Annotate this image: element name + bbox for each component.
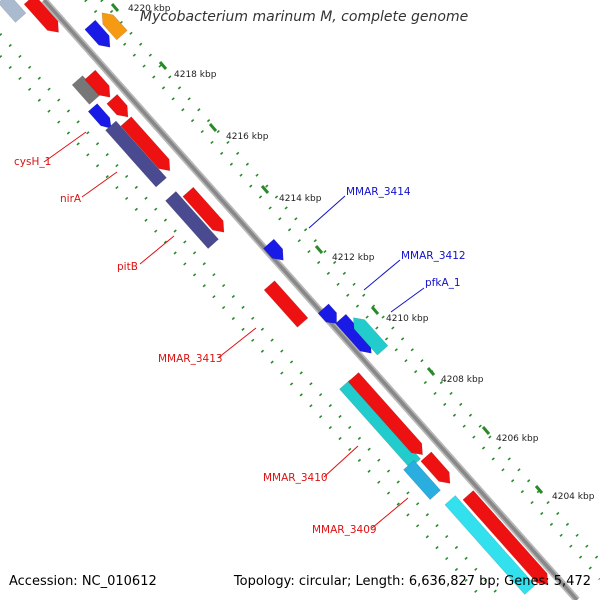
kbp-tick-4 xyxy=(314,245,324,254)
gene-arrow-5 xyxy=(87,103,112,129)
gene-arrow-9 xyxy=(120,116,171,172)
gene-arrow-13 xyxy=(263,280,309,328)
gene-arrow-16 xyxy=(353,317,389,356)
gene-label-mmar-3409: MMAR_3409 xyxy=(312,524,377,536)
kbp-tick-1 xyxy=(158,61,168,70)
kbp-label-6: 4208 kbp xyxy=(441,375,484,385)
gene-arrow-19 xyxy=(403,459,441,501)
kbp-tick-8 xyxy=(534,485,544,494)
kbp-label-8: 4204 kbp xyxy=(552,492,595,502)
gene-arrow-1 xyxy=(23,0,59,33)
leader-line-1 xyxy=(81,171,118,198)
track-dots-0 xyxy=(100,0,600,562)
gene-label-mmar-3412: MMAR_3412 xyxy=(401,250,466,262)
leader-line-7 xyxy=(363,259,401,291)
leader-line-4 xyxy=(323,445,359,478)
gene-arrow-18 xyxy=(347,372,423,456)
gene-arrow-14 xyxy=(317,303,337,324)
gene-label-pitb: pitB xyxy=(117,261,138,273)
kbp-tick-2 xyxy=(208,123,218,132)
gene-arrow-12 xyxy=(263,238,284,261)
gene-arrow-17 xyxy=(339,379,421,469)
gene-arrow-7 xyxy=(106,93,129,118)
gene-arrow-3 xyxy=(101,12,128,41)
kbp-label-4: 4212 kbp xyxy=(332,253,375,263)
gene-arrow-2 xyxy=(84,19,111,48)
kbp-label-1: 4218 kbp xyxy=(174,70,217,80)
gene-arrow-10 xyxy=(165,190,219,250)
gene-arrow-0 xyxy=(0,0,27,23)
gene-label-nira: nirA xyxy=(60,193,82,205)
kbp-tick-5 xyxy=(370,306,380,315)
leader-line-5 xyxy=(371,497,409,529)
gene-label-pfka-1: pfkA_1 xyxy=(425,277,461,289)
map-title: Mycobacterium marinum M, complete genome xyxy=(140,9,469,25)
accession-text: Accession: NC_010612 xyxy=(9,574,157,589)
leader-line-3 xyxy=(217,327,257,359)
kbp-tick-3 xyxy=(260,185,270,194)
gene-label-cysh-1: cysH_1 xyxy=(14,156,51,168)
leader-line-2 xyxy=(139,235,175,265)
leader-line-6 xyxy=(308,195,346,229)
gene-arrow-22 xyxy=(462,490,549,586)
gene-arrow-8 xyxy=(105,120,167,188)
kbp-tick-6 xyxy=(426,367,436,376)
gene-arrow-21 xyxy=(444,495,536,595)
gene-label-mmar-3413: MMAR_3413 xyxy=(158,353,223,365)
backbone-line xyxy=(42,0,579,600)
track-dots-1 xyxy=(84,0,600,580)
kbp-tick-0 xyxy=(110,3,120,12)
kbp-label-0: 4220 kbp xyxy=(128,4,171,14)
gene-arrow-6 xyxy=(84,69,111,98)
topology-summary: Topology: circular; Length: 6,636,827 bp… xyxy=(233,574,591,589)
kbp-label-3: 4214 kbp xyxy=(279,194,322,204)
leader-line-0 xyxy=(43,131,87,163)
kbp-label-2: 4216 kbp xyxy=(226,132,269,142)
kbp-tick-7 xyxy=(481,426,491,435)
gene-arrow-11 xyxy=(182,186,225,233)
leader-line-8 xyxy=(390,287,425,313)
gene-arrow-20 xyxy=(420,451,451,484)
kbp-label-7: 4206 kbp xyxy=(496,434,539,444)
gene-label-mmar-3414: MMAR_3414 xyxy=(346,186,411,198)
kbp-label-5: 4210 kbp xyxy=(386,314,429,324)
gene-label-mmar-3410: MMAR_3410 xyxy=(263,472,328,484)
